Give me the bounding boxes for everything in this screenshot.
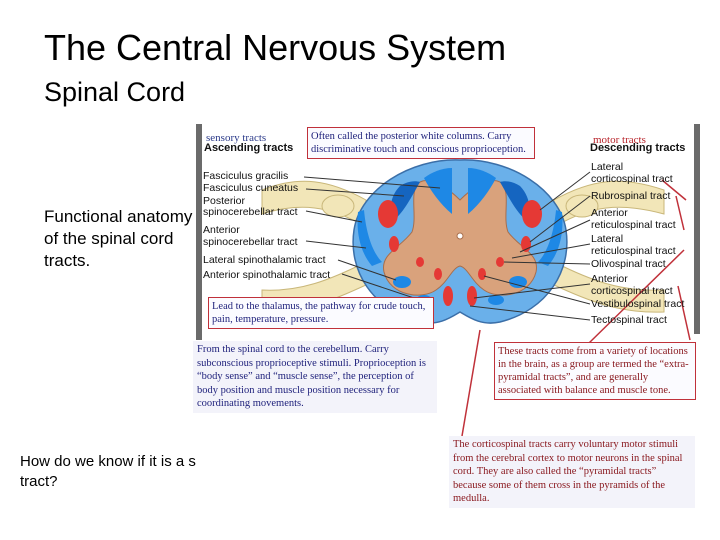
pointer-corticospinal bbox=[461, 329, 481, 437]
tract-label-olivospinal: Olivospinal tract bbox=[591, 258, 666, 270]
white-matter bbox=[352, 159, 568, 324]
tract-label-ant-corticospinal: corticospinal tract bbox=[591, 285, 673, 297]
spinal-cord-cross-section bbox=[352, 159, 568, 324]
right-header-small: motor tracts bbox=[593, 134, 646, 146]
callout-extrapyramidal: These tracts come from a variety of loca… bbox=[494, 342, 696, 400]
left-dorsal-root bbox=[261, 180, 367, 227]
leader-cuneatus bbox=[305, 188, 405, 197]
right-fasciculus-gracilis bbox=[468, 168, 496, 214]
tract-label-ant-spinocerebellar: spinocerebellar tract bbox=[203, 236, 298, 248]
right-fasciculus-cuneatus bbox=[500, 181, 530, 220]
tract-label-anterior-2: Anterior bbox=[591, 273, 628, 285]
callout-spinocerebellar: From the spinal cord to the cerebellum. … bbox=[193, 341, 437, 413]
left-header-small: sensory tracts bbox=[206, 132, 267, 144]
leader-rubrospinal bbox=[529, 195, 591, 243]
tract-label-lateral-2: Lateral bbox=[591, 233, 624, 245]
right-spinocerebellar bbox=[538, 210, 563, 266]
leader-olivospinal bbox=[503, 261, 591, 265]
left-anterior-corticospinal bbox=[443, 286, 453, 306]
pointer-right-mid bbox=[675, 195, 685, 231]
pointer-extrapyramidal bbox=[587, 249, 685, 345]
figure-left-edge bbox=[196, 124, 202, 340]
left-header: Ascending tracts bbox=[204, 142, 294, 154]
slide-subtitle: Spinal Cord bbox=[44, 77, 186, 107]
leader-lat-spinothalamic bbox=[337, 259, 397, 281]
left-fasciculus-gracilis bbox=[424, 168, 452, 214]
leader-tectospinal bbox=[469, 305, 591, 321]
leader-post-spinocerebellar bbox=[305, 210, 363, 223]
tract-label-rubrospinal: Rubrospinal tract bbox=[591, 190, 671, 202]
right-ventral-root bbox=[551, 261, 665, 313]
callout-corticospinal: The corticospinal tracts carry voluntary… bbox=[449, 436, 695, 508]
right-dorsal-root bbox=[553, 180, 665, 227]
tract-label-vestibulospinal: Vestibulospinal tract bbox=[591, 298, 685, 310]
callout-posterior-columns: Often called the posterior white columns… bbox=[307, 127, 535, 159]
left-olivospinal bbox=[416, 257, 424, 267]
tract-label-tectospinal: Tectospinal tract bbox=[591, 314, 667, 326]
tract-label-fasciculus-cuneatus: Fasciculus cuneatus bbox=[203, 182, 299, 194]
left-lateral-corticospinal bbox=[378, 200, 398, 228]
leader-ant-corticospinal bbox=[473, 283, 591, 299]
tract-label-lateral-1: Lateral bbox=[591, 161, 624, 173]
leader-ant-reticulospinal bbox=[519, 219, 591, 253]
right-lateral-corticospinal bbox=[522, 200, 542, 228]
tract-label-lat-corticospinal: corticospinal tract bbox=[591, 173, 673, 185]
left-anterior-spinothalamic bbox=[416, 295, 432, 305]
tract-label-ant-spinothalamic: Anterior spinothalamic tract bbox=[203, 269, 331, 281]
tract-label-ant-reticulospinal: reticulospinal tract bbox=[591, 219, 676, 231]
left-ganglion bbox=[321, 194, 355, 218]
right-vestibulospinal bbox=[478, 268, 486, 280]
left-vestibulospinal bbox=[434, 268, 442, 280]
pointer-right-top bbox=[661, 179, 687, 201]
leader-lat-corticospinal bbox=[539, 171, 591, 211]
question-text: How do we know if it is a sensory tract … bbox=[20, 453, 335, 490]
callout-pointers bbox=[461, 179, 691, 437]
right-anterior-corticospinal bbox=[467, 286, 477, 306]
leader-lat-reticulospinal bbox=[511, 243, 591, 259]
tract-label-anterior: Anterior bbox=[203, 224, 240, 236]
right-rubrospinal bbox=[521, 236, 531, 252]
central-canal bbox=[456, 232, 464, 240]
nerve-roots bbox=[261, 180, 665, 313]
left-fasciculus-cuneatus bbox=[390, 181, 420, 220]
tract-label-fasciculus-gracilis: Fasciculus gracilis bbox=[203, 170, 289, 182]
leader-ant-spinocerebellar bbox=[305, 240, 367, 249]
slide-title: The Central Nervous System bbox=[44, 27, 507, 68]
left-ventral-root bbox=[261, 261, 369, 313]
tract-label-lat-spinothalamic: Lateral spinothalamic tract bbox=[203, 254, 326, 266]
right-ganglion bbox=[565, 194, 599, 218]
left-leader-lines bbox=[303, 176, 441, 301]
right-lateral-spinothalamic bbox=[509, 276, 527, 288]
tract-label-posterior: Posterior bbox=[203, 195, 246, 207]
callout-spinothalamic: Lead to the thalamus, the pathway for cr… bbox=[208, 297, 434, 329]
tract-label-lat-reticulospinal: reticulospinal tract bbox=[591, 245, 676, 257]
side-note: Functional anatomy of the spinal cord tr… bbox=[44, 207, 193, 270]
right-header: Descending tracts bbox=[590, 142, 686, 154]
left-spinocerebellar bbox=[357, 210, 382, 266]
tract-label-post-spinocerebellar: spinocerebellar tract bbox=[203, 206, 298, 218]
leader-vestibulospinal bbox=[483, 275, 591, 305]
leader-ant-spinothalamic bbox=[341, 273, 421, 301]
pointer-right-side bbox=[677, 285, 691, 341]
left-rubrospinal bbox=[389, 236, 399, 252]
figure-right-edge bbox=[694, 124, 700, 334]
right-anterior-spinothalamic bbox=[488, 295, 504, 305]
leader-gracilis bbox=[303, 176, 441, 189]
right-olivospinal bbox=[496, 257, 504, 267]
left-lateral-spinothalamic bbox=[393, 276, 411, 288]
right-leader-lines bbox=[469, 171, 591, 321]
tract-label-anterior-1: Anterior bbox=[591, 207, 628, 219]
gray-matter bbox=[383, 180, 537, 296]
